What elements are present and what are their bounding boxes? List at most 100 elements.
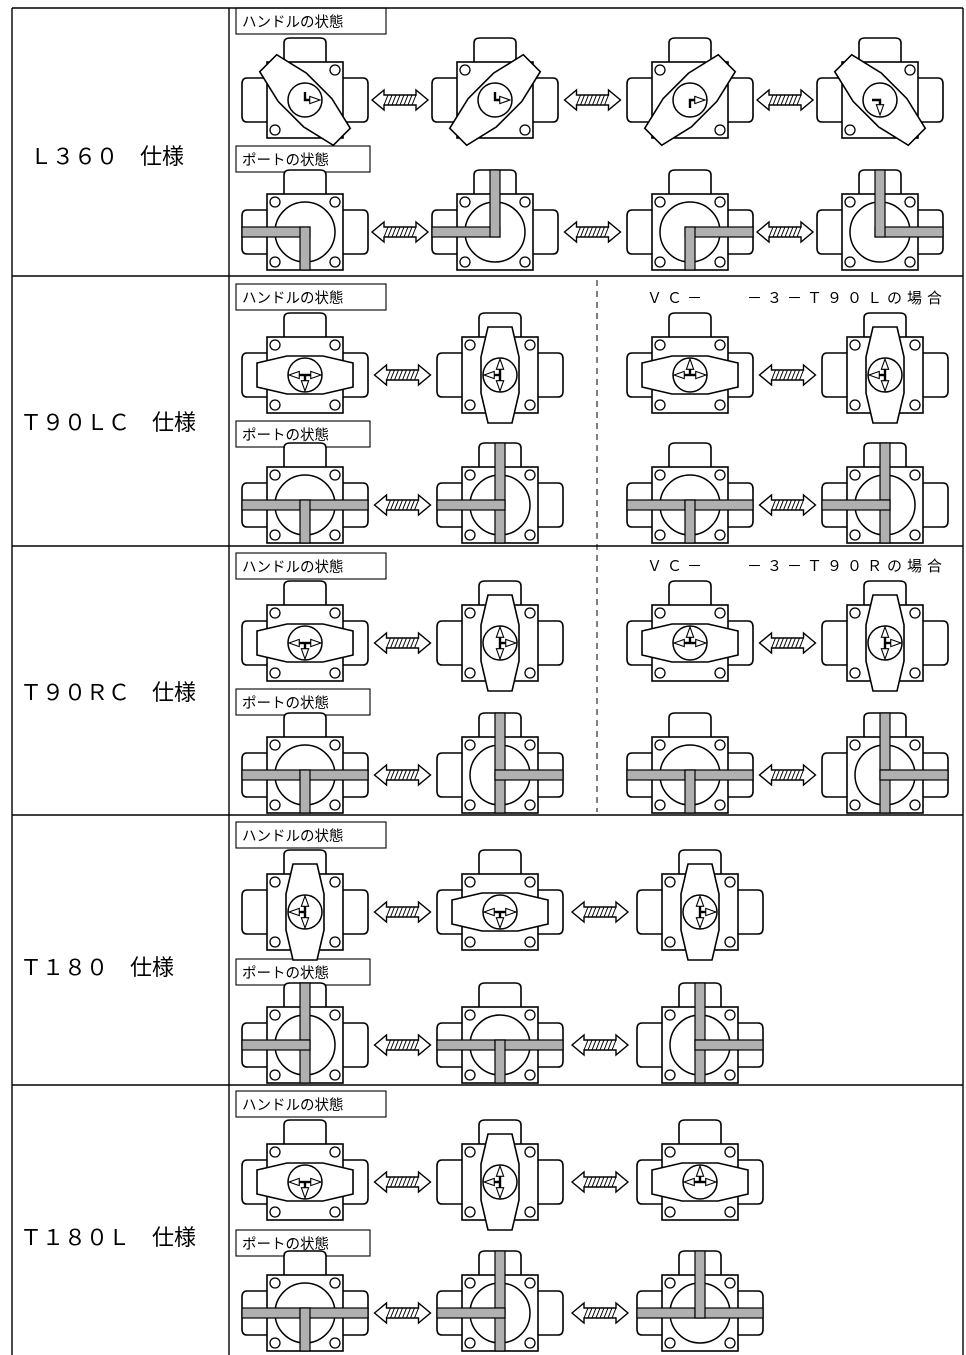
bolt-hole [654, 739, 666, 751]
bolt-hole [329, 256, 341, 268]
bolt-hole [909, 529, 921, 541]
flow-channel [436, 1307, 506, 1319]
bolt-hole [714, 124, 726, 136]
bolt-hole [329, 1069, 341, 1081]
port-state-diagram [636, 1250, 764, 1352]
left-pipe [241, 889, 267, 935]
hatch-line [390, 769, 395, 781]
bolt-hole [664, 1337, 676, 1349]
hatch-line [410, 369, 415, 381]
port-state-diagram [241, 169, 369, 271]
hatch-line [398, 499, 403, 511]
port-state-diagram [626, 169, 754, 271]
double-arrow [570, 1033, 630, 1057]
handle-state-diagram [816, 37, 944, 147]
flow-arrowhead [495, 917, 505, 930]
hatch-line [795, 769, 800, 781]
double-arrow [755, 220, 815, 244]
hatch-line [406, 769, 411, 781]
top-pipe [473, 37, 517, 62]
switch-arrow [755, 220, 815, 244]
hatch-line [611, 1307, 617, 1319]
hatch-line [787, 769, 792, 781]
flow-arrowhead [685, 357, 695, 370]
left-pipe [436, 620, 462, 666]
bolt-hole [909, 799, 921, 811]
flow-arrowhead [495, 357, 505, 370]
switch-arrow [373, 1033, 432, 1057]
top-pipe [478, 849, 522, 874]
port-state-diagram [816, 169, 944, 271]
bolt-hole [524, 876, 536, 888]
row-label-t180l: Ｔ１８０Ｌ 仕様 [20, 1226, 196, 1251]
flow-arrowhead [875, 104, 885, 117]
bolt-hole [654, 469, 666, 481]
hatch-line [406, 499, 411, 511]
hatch-line [402, 637, 407, 649]
hatch-line [406, 637, 411, 649]
bolt-hole [329, 607, 341, 619]
hatch-line [779, 769, 784, 781]
top-pipe [478, 982, 522, 1007]
double-arrow [758, 631, 817, 655]
left-pipe [431, 77, 457, 123]
hatch-line [591, 1176, 597, 1188]
hatch-line [787, 369, 792, 381]
hatch-line [402, 1307, 407, 1319]
bolt-hole [849, 529, 861, 541]
bolt-hole [464, 667, 476, 679]
hatch-line [775, 637, 780, 649]
bolt-hole [464, 529, 476, 541]
hatch-line [410, 1176, 415, 1188]
hatch-line [591, 1039, 597, 1051]
switch-arrow [570, 1301, 630, 1325]
right-pipe [918, 77, 944, 123]
bolt-hole [714, 607, 726, 619]
hatch-line [783, 637, 788, 649]
port-state-diagram [436, 982, 564, 1084]
flow-arrowhead [890, 638, 903, 648]
hatch-line [607, 1307, 613, 1319]
top-pipe [678, 1119, 722, 1144]
flow-arrowhead [880, 625, 890, 638]
bolt-hole [269, 607, 281, 619]
handle-state-diagram [241, 37, 369, 147]
top-pipe [283, 1250, 327, 1275]
handle-state-diagram [821, 580, 949, 692]
port-state-diagram [241, 712, 369, 814]
bolt-hole [329, 196, 341, 208]
bolt-hole [329, 936, 341, 948]
double-arrow [373, 493, 432, 517]
port-state-diagram [636, 982, 764, 1084]
hatch-line [398, 769, 403, 781]
hatch-line [407, 226, 413, 238]
hatch-line [398, 906, 403, 918]
hatch-line [395, 94, 401, 106]
bolt-hole [329, 1146, 341, 1158]
bolt-hole [714, 256, 726, 268]
switch-arrow [373, 631, 432, 655]
flow-arrowhead [287, 907, 300, 917]
bolt-hole [724, 1337, 736, 1349]
hatch-line [411, 94, 417, 106]
double-arrow [570, 900, 630, 924]
hatch-line [595, 1176, 601, 1188]
hatch-line [799, 369, 804, 381]
hatch-line [600, 94, 605, 106]
left-pipe [436, 1159, 462, 1205]
flow-arrowhead [310, 370, 323, 380]
hatch-line [596, 94, 601, 106]
bolt-hole [909, 469, 921, 481]
hatch-line [776, 94, 782, 106]
right-pipe [923, 482, 949, 528]
hatch-line [772, 94, 778, 106]
hatch-line [603, 1039, 609, 1051]
switch-arrow [373, 1301, 432, 1325]
top-pipe [283, 37, 327, 62]
bolt-hole [664, 1146, 676, 1158]
switch-arrow [370, 88, 430, 112]
flow-arrowhead [685, 625, 695, 638]
bolt-hole [329, 667, 341, 679]
hatch-line [414, 1176, 419, 1188]
hatch-line [410, 906, 415, 918]
